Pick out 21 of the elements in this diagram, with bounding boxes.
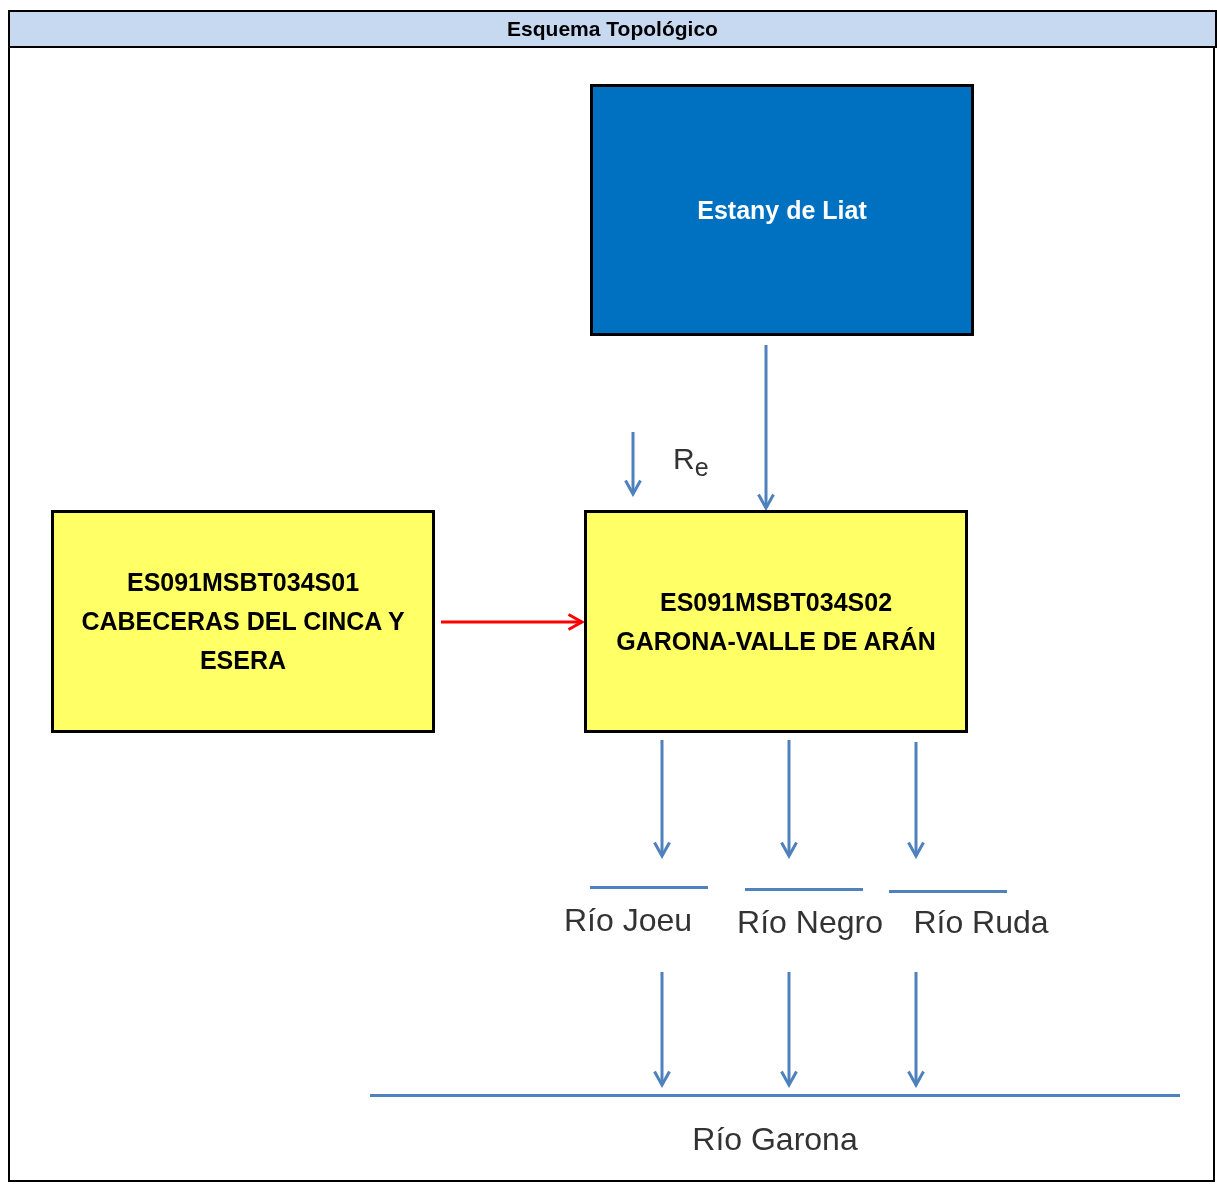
river-label: Río Ruda: [912, 904, 1050, 941]
arrow: [441, 613, 584, 631]
arrow: [780, 972, 798, 1087]
box-label: ES091MSBT034S02 GARONA-VALLE DE ARÁN: [615, 586, 937, 657]
box-label: Estany de Liat: [696, 194, 868, 226]
box-label: ES091MSBT034S01 CABECERAS DEL CINCA Y ESERA: [80, 567, 406, 676]
arrow: [757, 345, 775, 510]
arrow: [780, 740, 798, 858]
water-body-box: [584, 510, 968, 733]
arrow: [907, 742, 925, 858]
river-label: Río Negro: [736, 904, 884, 941]
water-body-box: [51, 510, 435, 733]
arrow: [907, 972, 925, 1087]
table-title: Esquema Topológico: [507, 17, 718, 41]
arrow: [624, 432, 642, 496]
arrow: [653, 972, 671, 1087]
edge-label: R$_{e}$: [673, 442, 709, 482]
river-label: Río Garona: [691, 1121, 859, 1158]
lake-box: [590, 84, 974, 336]
river-label: Río Joeu: [562, 902, 694, 939]
arrow: [653, 740, 671, 858]
